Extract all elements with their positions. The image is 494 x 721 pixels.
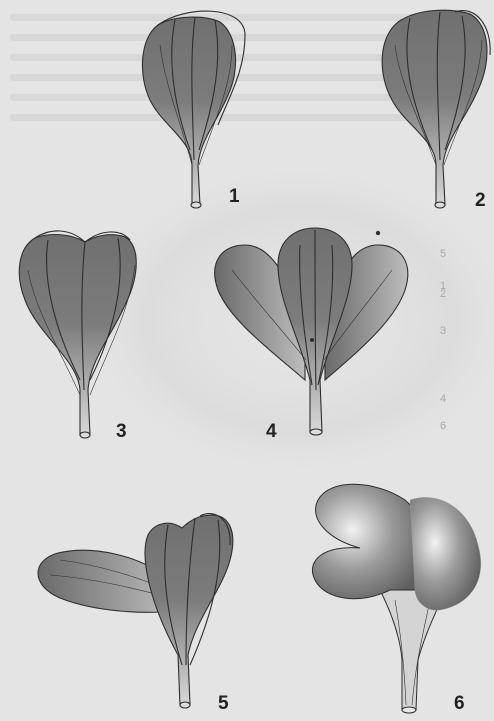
figure-label-3: 3	[116, 421, 127, 443]
bleed-through-number: 2	[440, 288, 446, 300]
figure-label-6: 6	[454, 693, 465, 715]
figure-label-5: 5	[218, 693, 229, 715]
flower-figure-5	[38, 514, 233, 708]
figure-label-1: 1	[229, 186, 240, 208]
figure-label-2: 2	[475, 190, 486, 212]
bleed-through-number: 6	[440, 420, 446, 432]
bleed-through-number: 3	[440, 325, 446, 337]
flower-figure-6	[312, 484, 480, 713]
bleed-through-number: 5	[440, 248, 446, 260]
figure-label-4: 4	[266, 421, 277, 443]
bleed-through-number: 4	[440, 393, 446, 405]
